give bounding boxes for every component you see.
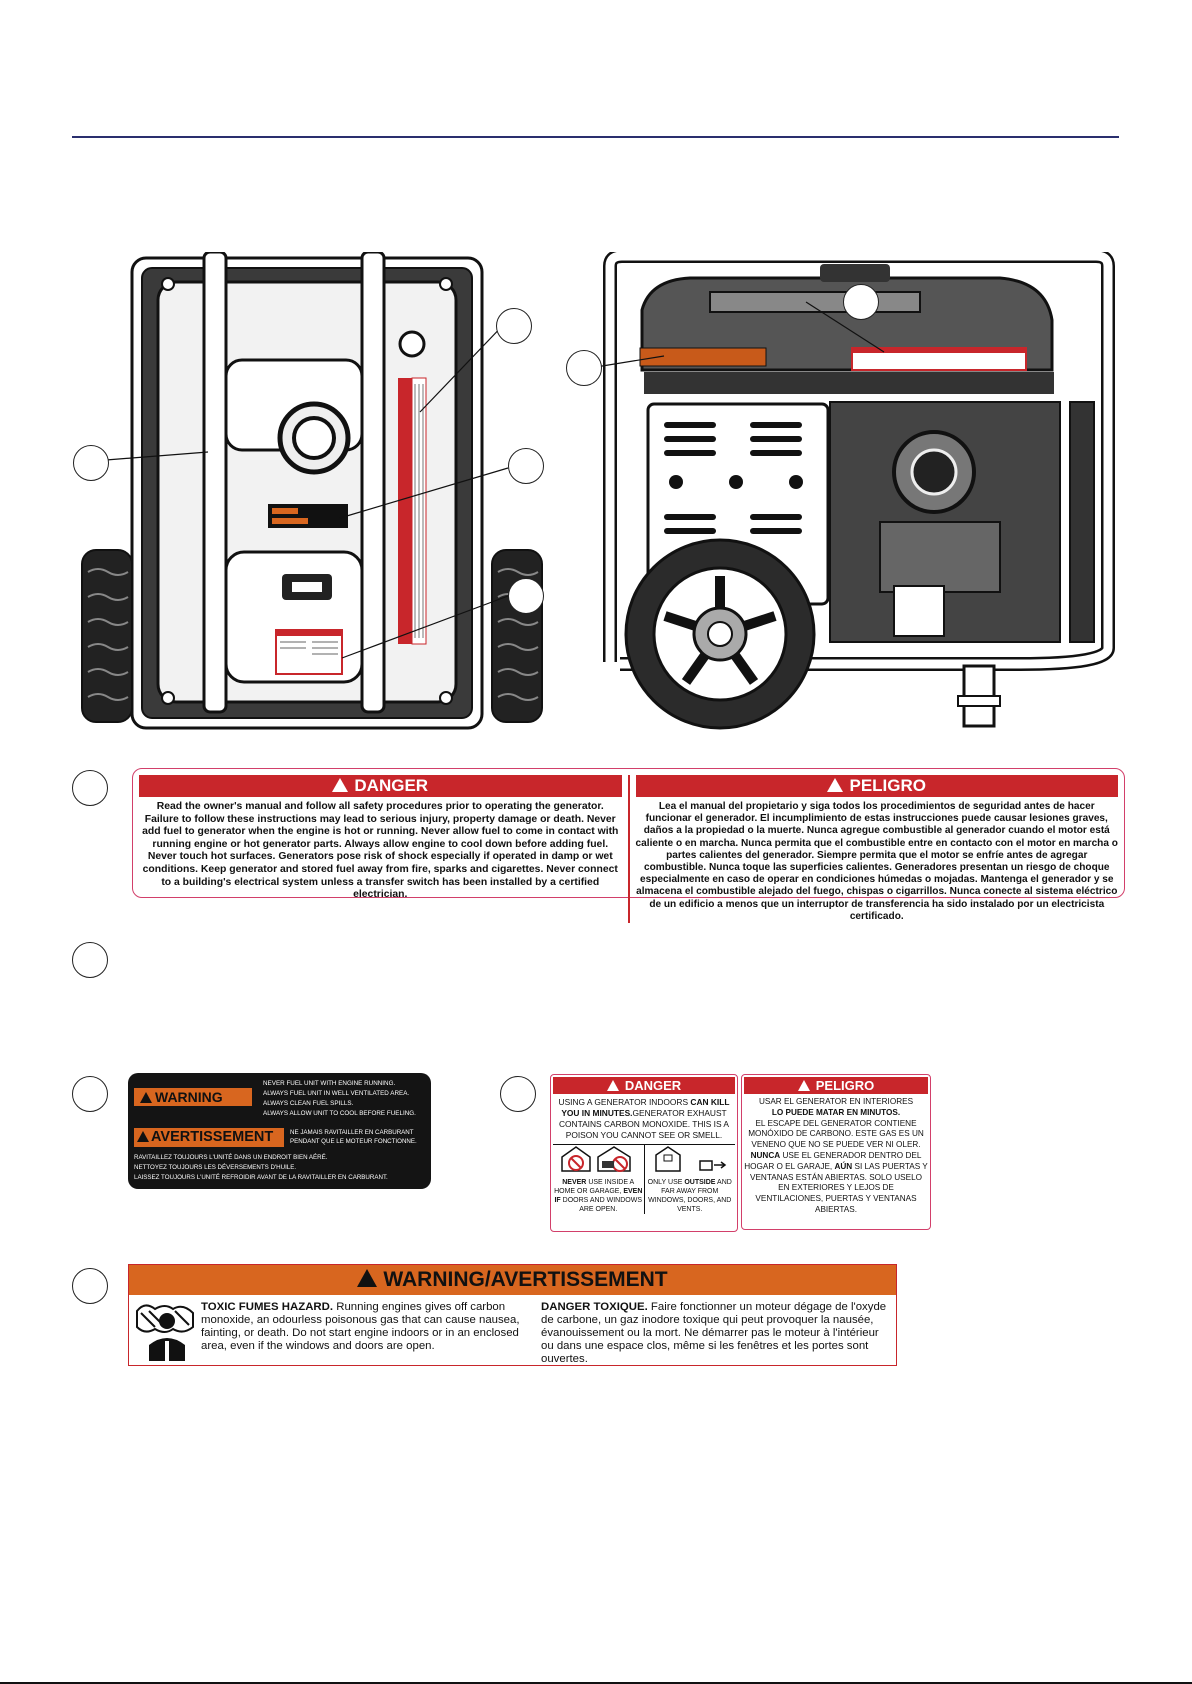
callout-marker [508, 578, 544, 614]
co-pictogram-row: NEVER USE INSIDE A HOME OR GARAGE, EVEN … [553, 1144, 735, 1214]
callout-marker [500, 1076, 536, 1112]
danger-body-en: Read the owner's manual and follow all s… [142, 801, 619, 901]
header-rule [72, 136, 1119, 138]
toxic-fumes-person-icon [136, 1304, 194, 1361]
danger-header: DANGER [139, 775, 622, 797]
warning-triangle-icon [827, 778, 844, 792]
callout-marker [508, 448, 544, 484]
toxic-fumes-label: WARNING/AVERTISSEMENT TOXIC FUMES HAZARD… [128, 1264, 897, 1366]
avertissement-lines: RAVITAILLEZ TOUJOURS L'UNITÉ DANS UN END… [134, 1154, 388, 1181]
co-danger-text: USING A GENERATOR INDOORS CAN KILL YOU I… [558, 1097, 730, 1140]
warning-triangle-icon [137, 1131, 149, 1142]
callout-marker [72, 1268, 108, 1304]
warning-triangle-icon [797, 1080, 810, 1091]
peligro-title: PELIGRO [849, 776, 926, 795]
danger-peligro-label: DANGER Read the owner's manual and follo… [132, 768, 1125, 924]
only-outside-text: ONLY USE OUTSIDE AND FAR AWAY FROM WINDO… [647, 1179, 732, 1213]
warning-triangle-icon [332, 778, 349, 792]
danger-body-es: Lea el manual del propietario y siga tod… [635, 801, 1118, 922]
fumes-text-en: TOXIC FUMES HAZARD. Running engines give… [201, 1301, 520, 1352]
callout-marker [496, 308, 532, 344]
fumes-text-fr: DANGER TOXIQUE. Faire fonctionner un mot… [541, 1301, 887, 1365]
outdoor-use-pictogram [655, 1146, 726, 1172]
co-peligro-text: USAR EL GENERATOR EN INTERIORES LO PUEDE… [744, 1097, 928, 1214]
footer-rule [0, 1682, 1192, 1684]
callout-marker [72, 942, 108, 978]
co-danger-label: DANGER USING A GENERATOR INDOORS CAN KIL… [550, 1074, 738, 1232]
never-indoor-text: NEVER USE INSIDE A HOME OR GARAGE, EVEN … [554, 1179, 643, 1213]
fuel-warning-label: WARNING NEVER FUEL UNIT WITH ENGINE RUNN… [128, 1073, 431, 1189]
callout-marker [566, 350, 602, 386]
callout-marker [72, 770, 108, 806]
co-peligro-header: PELIGRO [744, 1077, 928, 1094]
co-peligro-label: PELIGRO USAR EL GENERATOR EN INTERIORES … [741, 1074, 931, 1230]
generator-top-view-illustration [81, 252, 543, 730]
peligro-header: PELIGRO [635, 775, 1118, 797]
avertissement-right-text: NE JAMAIS RAVITAILLER EN CARBURANT PENDA… [290, 1129, 417, 1145]
danger-title: DANGER [354, 776, 429, 795]
fumes-header: WARNING/AVERTISSEMENT [129, 1265, 896, 1295]
callout-marker [843, 284, 879, 320]
callout-marker [73, 445, 109, 481]
warning-lines: NEVER FUEL UNIT WITH ENGINE RUNNING. ALW… [263, 1080, 416, 1117]
callout-marker [72, 1076, 108, 1112]
generator-side-view-illustration [589, 252, 1115, 730]
avertissement-header: AVERTISSEMENT [134, 1128, 284, 1147]
warning-triangle-icon [140, 1092, 152, 1103]
warning-triangle-icon [357, 1269, 378, 1287]
warning-triangle-icon [606, 1080, 619, 1091]
co-danger-header: DANGER [553, 1077, 735, 1094]
warning-header: WARNING [134, 1088, 252, 1106]
no-indoor-use-pictogram [561, 1146, 631, 1172]
label-divider [627, 775, 630, 924]
